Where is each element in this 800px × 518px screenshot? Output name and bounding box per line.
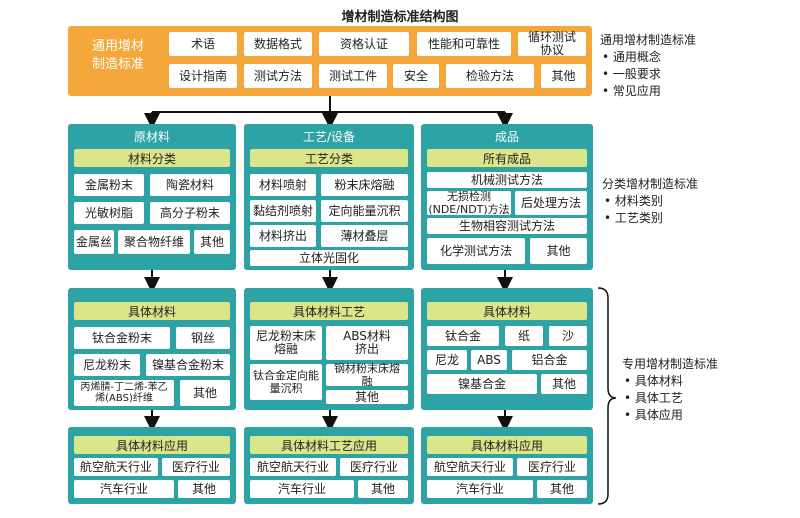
process-sheet-lamination: 薄材叠层 — [321, 225, 408, 247]
category-materials-title: 原材料 — [133, 130, 170, 144]
general-item-performance: 性能和可靠性 — [417, 32, 511, 56]
specific-abs-extrusion: ABS材料挤出 — [326, 326, 408, 360]
specific-aluminum-alloy: 铝合金 — [512, 350, 587, 370]
app-prod-other: 其他 — [537, 480, 587, 498]
general-item-test-artifact: 测试工件 — [319, 64, 387, 88]
specific-materials-bar: 具体材料 — [74, 302, 230, 320]
specific-steel-wire: 钢丝 — [176, 327, 230, 349]
product-biocompatibility-test: 生物相容测试方法 — [427, 218, 587, 234]
diagram-title: 增材制造标准结构图 — [341, 10, 459, 25]
process-powder-bed-fusion: 粉末床熔融 — [321, 174, 408, 196]
category-products-bar: 所有成品 — [427, 149, 587, 167]
application-process-bar: 具体材料工艺应用 — [250, 436, 408, 454]
app-prod-medical: 医疗行业 — [517, 458, 587, 476]
general-item-cycle-test: 循环测试协议 — [518, 31, 586, 57]
specific-material-other: 其他 — [180, 380, 230, 406]
product-chemical-test: 化学测试方法 — [427, 238, 525, 264]
category-products-title: 成品 — [494, 130, 519, 144]
category-process-title: 工艺/设备 — [302, 130, 356, 144]
category-materials-bar: 材料分类 — [74, 149, 230, 167]
app-mat-aerospace: 航空航天行业 — [74, 458, 158, 476]
product-mechanical-test: 机械测试方法 — [427, 172, 587, 188]
general-item-test-method: 测试方法 — [244, 64, 312, 88]
specific-products-bar: 具体材料 — [427, 302, 587, 320]
general-item-design-guide: 设计指南 — [169, 64, 237, 88]
specific-titanium-powder: 钛合金粉末 — [74, 327, 170, 349]
material-polymer-fiber: 聚合物纤维 — [118, 230, 190, 254]
side-general-standards: 通用增材制造标准 • 通用概念 • 一般要求 • 常见应用 — [600, 33, 697, 98]
material-other: 其他 — [194, 230, 230, 254]
general-standards-label: 通用增材 制造标准 — [91, 39, 144, 72]
specific-nickel-alloy: 镍基合金 — [427, 374, 537, 394]
process-material-extrusion: 材料挤出 — [250, 225, 316, 247]
general-item-terminology: 术语 — [169, 32, 237, 56]
product-ndt-method: 无损检测(NDE/NDT)方法 — [427, 190, 511, 216]
app-mat-other: 其他 — [178, 480, 230, 498]
specific-titanium-ded: 钛合金定向能量沉积 — [250, 364, 322, 400]
process-ded: 定向能量沉积 — [321, 200, 408, 222]
app-proc-other: 其他 — [358, 480, 408, 498]
app-proc-automotive: 汽车行业 — [250, 480, 354, 498]
material-metal-powder: 金属粉末 — [74, 174, 144, 196]
process-vat-photopolymerization: 立体光固化 — [250, 250, 408, 266]
material-polymer-powder: 高分子粉末 — [150, 202, 230, 224]
category-process-panel — [244, 124, 414, 270]
specific-nylon-pbf: 尼龙粉末床熔融 — [250, 326, 322, 360]
app-proc-aerospace: 航空航天行业 — [250, 458, 336, 476]
specific-steel-pbf: 钢材粉末床熔融 — [326, 362, 408, 388]
app-prod-aerospace: 航空航天行业 — [427, 458, 513, 476]
app-prod-automotive: 汽车行业 — [427, 480, 533, 498]
application-materials-bar: 具体材料应用 — [74, 436, 230, 454]
app-mat-medical: 医疗行业 — [162, 458, 230, 476]
category-process-bar: 工艺分类 — [250, 149, 408, 167]
specific-product-other: 其他 — [541, 374, 587, 394]
process-material-jetting: 材料喷射 — [250, 174, 316, 196]
side-specific-standards: 专用增材制造标准 • 具体材料 • 具体工艺 • 具体应用 — [622, 357, 719, 422]
specific-process-other: 其他 — [326, 390, 408, 404]
product-other: 其他 — [530, 238, 587, 264]
process-binder-jetting: 黏结剂喷射 — [250, 200, 316, 222]
specific-sand: 沙 — [549, 326, 587, 346]
general-item-data-format: 数据格式 — [244, 32, 312, 56]
specific-nylon: 尼龙 — [427, 350, 467, 370]
general-item-qualification: 资格认证 — [319, 32, 409, 56]
material-metal-wire: 金属丝 — [74, 230, 114, 254]
general-item-inspection: 检验方法 — [446, 64, 534, 88]
specific-paper: 纸 — [505, 326, 543, 346]
app-mat-automotive: 汽车行业 — [74, 480, 174, 498]
specific-process-bar: 具体材料工艺 — [250, 302, 408, 320]
product-post-processing: 后处理方法 — [515, 191, 587, 215]
specific-abs: ABS — [471, 350, 507, 370]
specific-nickel-alloy-powder: 镍基合金粉末 — [146, 354, 230, 376]
specific-titanium: 钛合金 — [427, 326, 499, 346]
general-item-safety: 安全 — [393, 64, 439, 88]
side-category-standards: 分类增材制造标准 • 材料类别 • 工艺类别 — [602, 177, 699, 225]
material-photopolymer: 光敏树脂 — [74, 202, 144, 224]
material-ceramic: 陶瓷材料 — [150, 174, 230, 196]
general-item-other: 其他 — [541, 64, 586, 88]
app-proc-medical: 医疗行业 — [340, 458, 408, 476]
specific-nylon-powder: 尼龙粉末 — [74, 354, 140, 376]
application-products-bar: 具体材料应用 — [427, 436, 587, 454]
specific-abs-fiber: 丙烯腈-丁二烯-苯乙烯(ABS)纤维 — [74, 380, 174, 406]
